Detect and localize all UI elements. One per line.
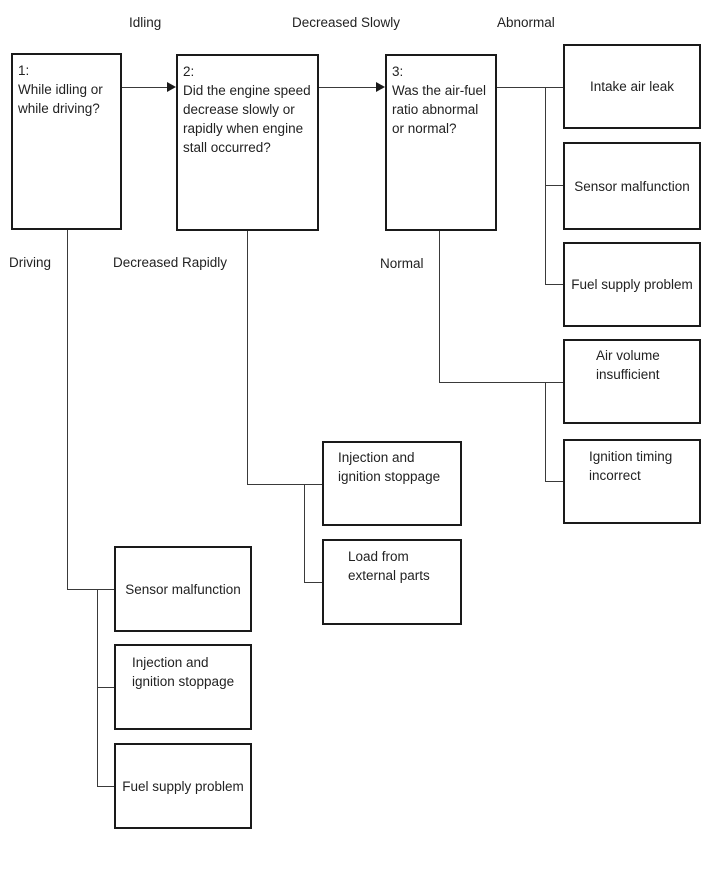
text-line: Sensor malfunction (125, 581, 241, 597)
connector-branch-ignition-timing (545, 481, 563, 482)
connector-q3-descender (439, 231, 440, 382)
text-line: ignition stoppage (338, 469, 441, 484)
text-line: while driving? (18, 101, 100, 116)
text-line: external parts (348, 568, 430, 583)
text-line: ratio abnormal (392, 102, 479, 117)
connector-q1-q2-line (122, 87, 168, 88)
text-line: Injection and (338, 450, 415, 465)
result-box-fuel-supply-problem-right: Fuel supply problem (563, 242, 701, 327)
result-box-intake-air-leak: Intake air leak (563, 44, 701, 129)
result-box-load-from-external-parts: Load from external parts (322, 539, 462, 625)
text-line: 1: (18, 63, 30, 78)
edge-label-abnormal: Abnormal (497, 15, 555, 30)
connector-q2-q3-line (319, 87, 377, 88)
text-line: Intake air leak (589, 79, 675, 94)
text-line: Load from (348, 549, 409, 564)
result-box-injection-ignition-stoppage-mid: Injection and ignition stoppage (322, 441, 462, 526)
connector-branch-fuel-left (97, 786, 114, 787)
text-line: Did the engine speed (183, 83, 311, 98)
text-line: Fuel supply problem (122, 778, 244, 794)
arrowhead-q1-q2-icon (167, 82, 176, 92)
text-line: or normal? (392, 121, 457, 136)
connector-q2-descender (247, 231, 248, 484)
text-line: Fuel supply problem (571, 277, 693, 292)
arrowhead-q2-q3-icon (376, 82, 385, 92)
text-line: incorrect (589, 468, 641, 483)
edge-label-decreased-slowly: Decreased Slowly (292, 15, 401, 30)
connector-branch-fuel-right (545, 284, 563, 285)
result-box-injection-ignition-stoppage-left: Injection and ignition stoppage (114, 644, 252, 730)
decision-box-2: 2: Did the engine speed decrease slowly … (176, 54, 319, 231)
text-line: 2: (183, 64, 195, 79)
connector-rapidly-trunk (304, 484, 305, 582)
connector-q1-descender (67, 230, 68, 589)
text-line: Air volume (596, 348, 660, 363)
text-line: 3: (392, 64, 404, 79)
connector-branch-sensor-right (545, 185, 563, 186)
text-line: Sensor malfunction (574, 178, 690, 194)
text-line: rapidly when engine (183, 121, 304, 136)
text-line: insufficient (596, 367, 660, 382)
connector-rapidly-hline (247, 484, 322, 485)
text-line: Was the air-fuel (392, 83, 487, 98)
edge-label-decreased-rapidly: Decreased Rapidly (113, 255, 228, 270)
connector-branch-load-external (304, 582, 322, 583)
decision-box-1: 1: While idling or while driving? (11, 53, 122, 230)
text-line: stall occurred? (183, 140, 271, 155)
result-box-sensor-malfunction-right: Sensor malfunction (563, 142, 701, 230)
text-line: While idling or (18, 82, 103, 97)
decision-box-3: 3: Was the air-fuel ratio abnormal or no… (385, 54, 497, 231)
connector-driving-hline (67, 589, 114, 590)
connector-normal-hline (439, 382, 563, 383)
text-line: Injection and (132, 655, 209, 670)
edge-label-normal: Normal (380, 256, 424, 271)
edge-label-idling: Idling (129, 15, 162, 30)
text-line: ignition stoppage (132, 674, 235, 689)
result-box-air-volume-insufficient: Air volume insufficient (563, 339, 701, 424)
text-line: Ignition timing (589, 449, 673, 464)
connector-abnormal-hline (497, 87, 563, 88)
result-box-fuel-supply-problem-left: Fuel supply problem (114, 743, 252, 829)
result-box-sensor-malfunction-left: Sensor malfunction (114, 546, 252, 632)
result-box-ignition-timing-incorrect: Ignition timing incorrect (563, 439, 701, 524)
connector-normal-trunk (545, 382, 546, 481)
edge-label-driving: Driving (9, 255, 52, 270)
text-line: decrease slowly or (183, 102, 295, 117)
connector-branch-injection-left (97, 687, 114, 688)
